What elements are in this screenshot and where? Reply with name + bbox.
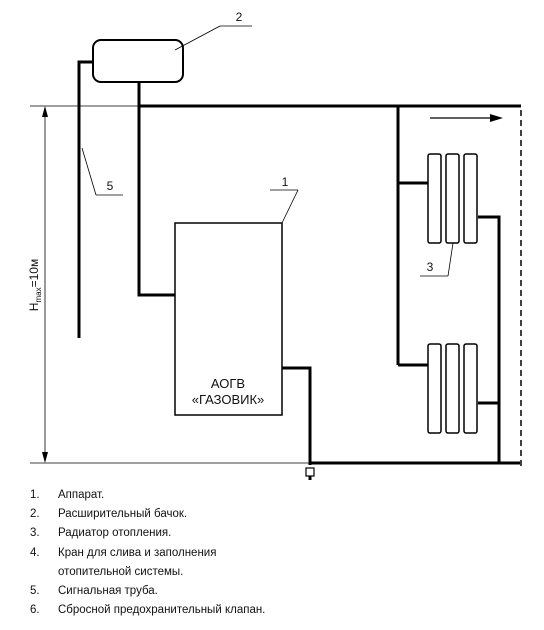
svg-text:2: 2 [236,10,243,24]
lower-radiator [427,343,478,434]
apparatus-box [174,222,283,416]
legend-text: Радиатор отопления. [58,527,172,540]
legend-item: 4. Кран для слива и заполнения [30,544,265,563]
legend-item: 1. Аппарат. [30,486,265,505]
legend-list: 1. Аппарат. 2. Расширительный бачок. 3. … [30,486,265,620]
callout-3: 3 [420,242,454,277]
legend-text: Кран для слива и заполнения [58,546,217,559]
apparatus-name-line1: АОГВ [211,376,245,391]
upper-radiator [427,153,478,244]
drain-pipe [308,476,312,480]
safety-valve [305,467,315,477]
pipe-tank-to-apparatus [137,82,175,297]
legend-text: Сигнальная труба. [58,585,158,598]
legend-number: 6. [30,604,40,617]
apparatus-name-line2: «ГАЗОВИК» [192,392,265,407]
callout-1: 1 [270,175,299,224]
legend-text: Аппарат. [58,489,105,501]
expansion-tank [92,39,184,83]
legend-number: 2. [30,508,40,521]
legend-number: 3. [30,527,40,540]
svg-text:3: 3 [427,260,434,274]
heating-system-diagram: Hmax=10м АОГВ «ГАЗОВИК» [27,10,522,480]
legend-item: 5. Сигнальная труба. [30,582,265,601]
legend-text: Расширительный бачок. [58,508,188,521]
callout-2: 2 [174,10,252,51]
upper-radiator-return [478,215,501,463]
callout-5: 5 [81,147,123,196]
legend-item: 3. Радиатор отопления. [30,524,265,543]
flow-arrow [430,114,503,122]
svg-text:5: 5 [107,179,114,193]
legend-item: 2. Расширительный бачок. [30,505,265,524]
height-dimension [42,106,48,463]
svg-text:1: 1 [282,175,289,189]
legend-text: Сбросной предохранительный клапан. [58,604,266,617]
legend-number: 1. [30,489,40,501]
apparatus-return-pipe [282,366,312,465]
height-label: Hmax=10м [27,259,43,311]
signal-pipe [77,60,93,338]
legend-number: 4. [30,546,40,559]
legend-item: 6. Сбросной предохранительный клапан. [30,601,265,620]
legend-number: 5. [30,585,40,598]
svg-text:Hmax=10м: Hmax=10м [27,259,43,311]
legend-text-continued: отопительной системы. [58,565,184,578]
